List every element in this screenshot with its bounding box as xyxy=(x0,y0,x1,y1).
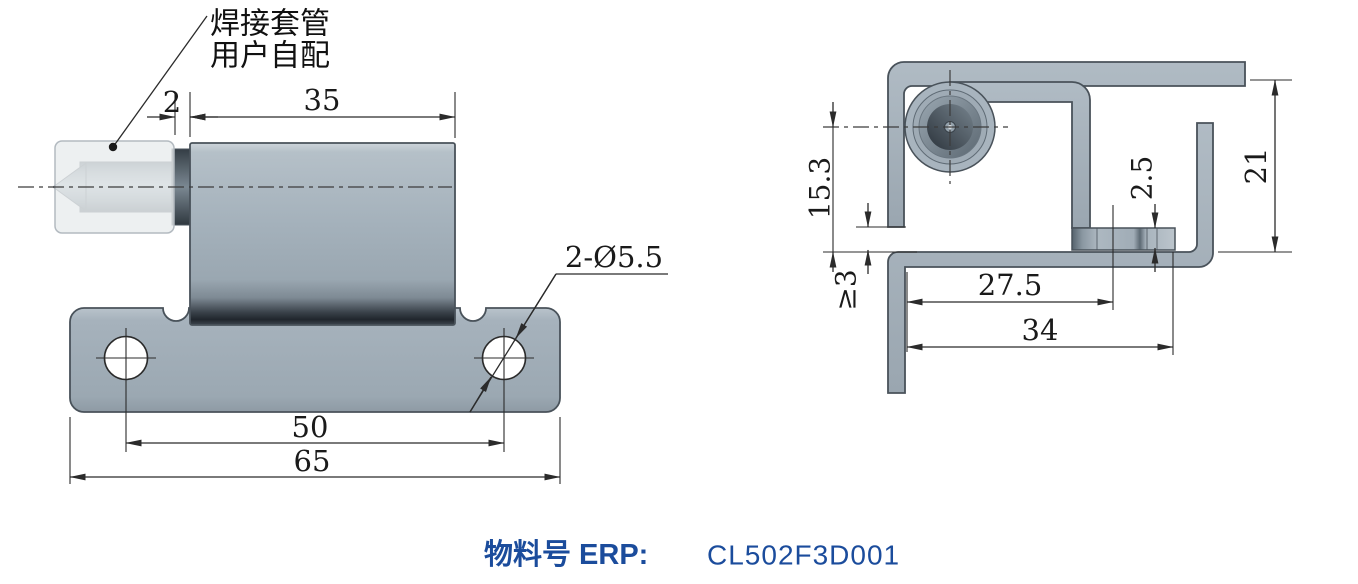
callout-line1: 焊接套管 xyxy=(210,7,330,42)
dim-overall-length: 65 xyxy=(69,417,561,484)
dim-overall-height: 21 xyxy=(1218,79,1292,253)
callout-line2: 用户自配 xyxy=(210,39,330,74)
dim-hole-diameter-label: 2-Ø5.5 xyxy=(565,240,663,274)
dim-body-length: 35 xyxy=(189,83,456,138)
dim-depth-label: 34 xyxy=(1022,313,1059,347)
dim-foot-offset-label: 27.5 xyxy=(978,268,1043,302)
dim-sleeve-gap-label: 2 xyxy=(163,85,181,119)
base-plate xyxy=(69,307,561,413)
dim-body-length-label: 35 xyxy=(304,83,341,117)
dim-foot-offset: 27.5 xyxy=(906,205,1114,352)
left-view: 焊接套管 用户自配 2 35 50 65 xyxy=(18,7,668,484)
latch-foot xyxy=(1071,227,1176,251)
dim-pin-height-label: 15.3 xyxy=(804,157,837,219)
mounting-holes xyxy=(96,328,534,452)
dim-hole-diameter: 2-Ø5.5 xyxy=(469,240,668,413)
dim-hole-spacing-label: 50 xyxy=(292,410,329,444)
dim-overall-length-label: 65 xyxy=(294,444,331,478)
pin-end-view xyxy=(823,70,1008,184)
dim-hole-spacing: 50 xyxy=(125,410,505,447)
bottom-bracket xyxy=(887,122,1214,394)
dim-min-clearance-label: ≥3 xyxy=(830,269,863,310)
footer: 物料号 ERP: CL502F3D001 xyxy=(484,538,900,571)
dim-foot-thickness-label: 2.5 xyxy=(1126,156,1159,201)
leader-dot xyxy=(108,142,118,152)
hinge-body xyxy=(189,142,456,326)
dim-foot-thickness: 2.5 xyxy=(1126,156,1159,272)
dim-pin-height: 15.3 xyxy=(804,102,917,272)
dim-overall-height-label: 21 xyxy=(1239,148,1273,185)
dim-sleeve-gap: 2 xyxy=(147,85,218,137)
erp-part-number: CL502F3D001 xyxy=(707,540,900,571)
dim-depth: 34 xyxy=(906,252,1174,355)
right-view: 15.3 ≥3 2.5 21 27.5 xyxy=(804,61,1292,394)
dim-min-clearance: ≥3 xyxy=(830,203,906,311)
welding-sleeve-callout: 焊接套管 用户自配 xyxy=(108,7,330,152)
erp-label: 物料号 ERP: xyxy=(484,538,648,571)
